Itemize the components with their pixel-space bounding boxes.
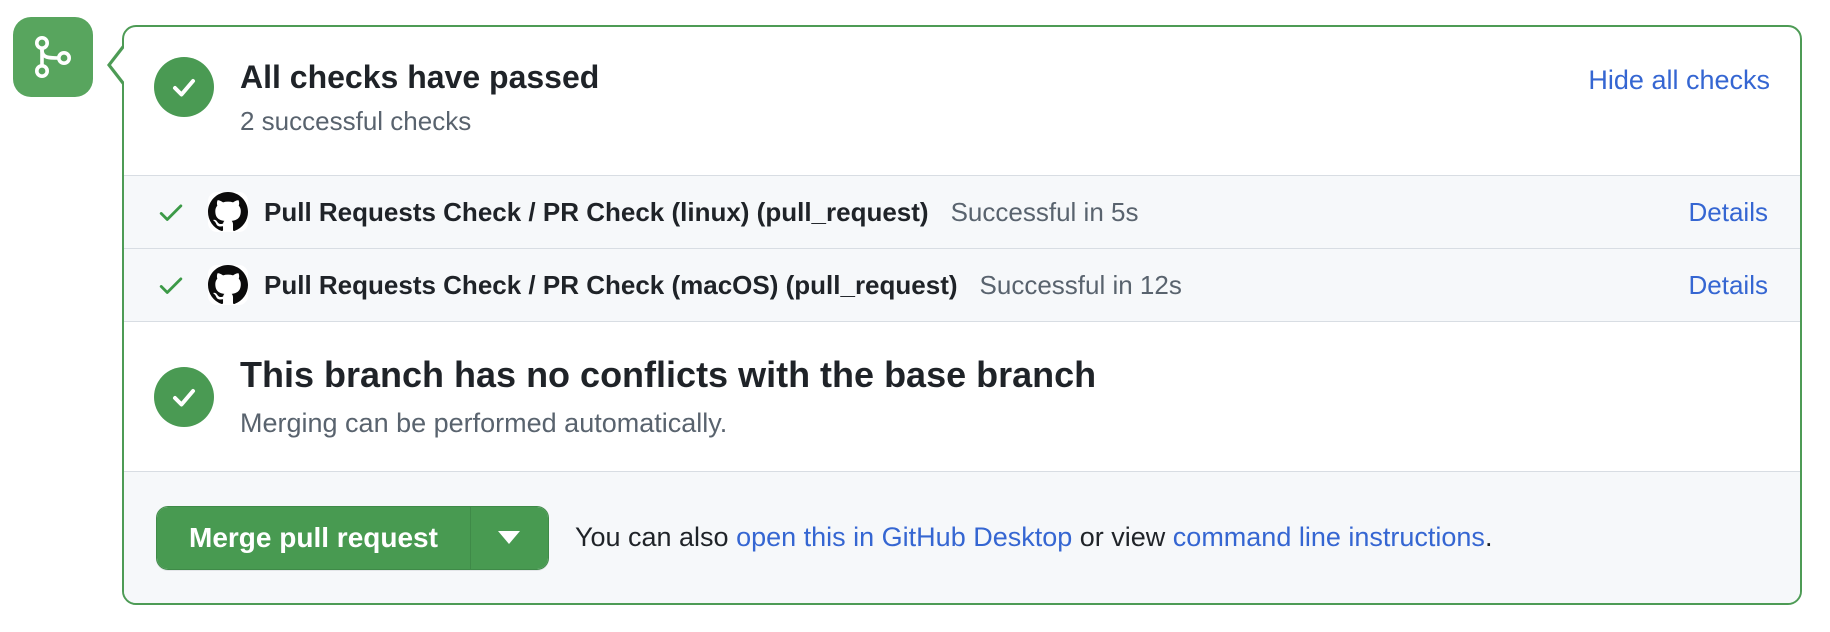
check-icon — [159, 204, 183, 221]
details-link[interactable]: Details — [1688, 196, 1768, 227]
octocat-avatar-icon — [208, 192, 248, 232]
merge-actions-footer: Merge pull request You can also open thi… — [124, 471, 1800, 603]
alt-text-suffix: . — [1484, 522, 1493, 552]
check-circle-icon — [154, 57, 214, 117]
merge-options-dropdown-button[interactable] — [469, 506, 548, 569]
alt-text-middle: or view — [1072, 522, 1173, 552]
check-circle-icon — [154, 366, 214, 427]
alternative-merge-text: You can also open this in GitHub Desktop… — [575, 522, 1493, 553]
check-status: Successful in 12s — [979, 269, 1182, 300]
git-merge-icon — [35, 36, 71, 78]
check-row: Pull Requests Check / PR Check (macOS) (… — [124, 248, 1800, 321]
command-line-instructions-link[interactable]: command line instructions — [1172, 522, 1485, 552]
checks-summary-title: All checks have passed — [240, 59, 600, 95]
check-status: Successful in 5s — [950, 196, 1139, 227]
mergeability-title: This branch has no conflicts with the ba… — [240, 354, 1097, 395]
merge-box: All checks have passed 2 successful chec… — [107, 25, 1802, 605]
checks-summary-header: All checks have passed 2 successful chec… — [124, 27, 1800, 175]
mergeability-text: This branch has no conflicts with the ba… — [240, 354, 1096, 439]
hide-all-checks-link[interactable]: Hide all checks — [1588, 65, 1770, 95]
check-name: Pull Requests Check / PR Check (linux) (… — [264, 196, 929, 227]
alt-text-prefix: You can also — [574, 522, 737, 552]
mergeability-subtitle: Merging can be performed automatically. — [240, 408, 728, 438]
mergeability-section: This branch has no conflicts with the ba… — [124, 321, 1800, 471]
merge-button-group: Merge pull request — [156, 505, 549, 570]
octocat-avatar-icon — [208, 265, 248, 305]
checks-summary-subtitle: 2 successful checks — [240, 105, 472, 136]
git-merge-status-tile — [13, 17, 93, 97]
github-desktop-link[interactable]: open this in GitHub Desktop — [736, 522, 1073, 552]
details-link[interactable]: Details — [1688, 269, 1768, 300]
check-icon — [159, 277, 183, 294]
merge-pull-request-button[interactable]: Merge pull request — [157, 506, 470, 569]
check-name: Pull Requests Check / PR Check (macOS) (… — [264, 269, 958, 300]
check-row: Pull Requests Check / PR Check (linux) (… — [124, 175, 1800, 248]
checks-summary-text: All checks have passed 2 successful chec… — [240, 57, 599, 137]
dropdown-caret-icon — [498, 531, 521, 544]
